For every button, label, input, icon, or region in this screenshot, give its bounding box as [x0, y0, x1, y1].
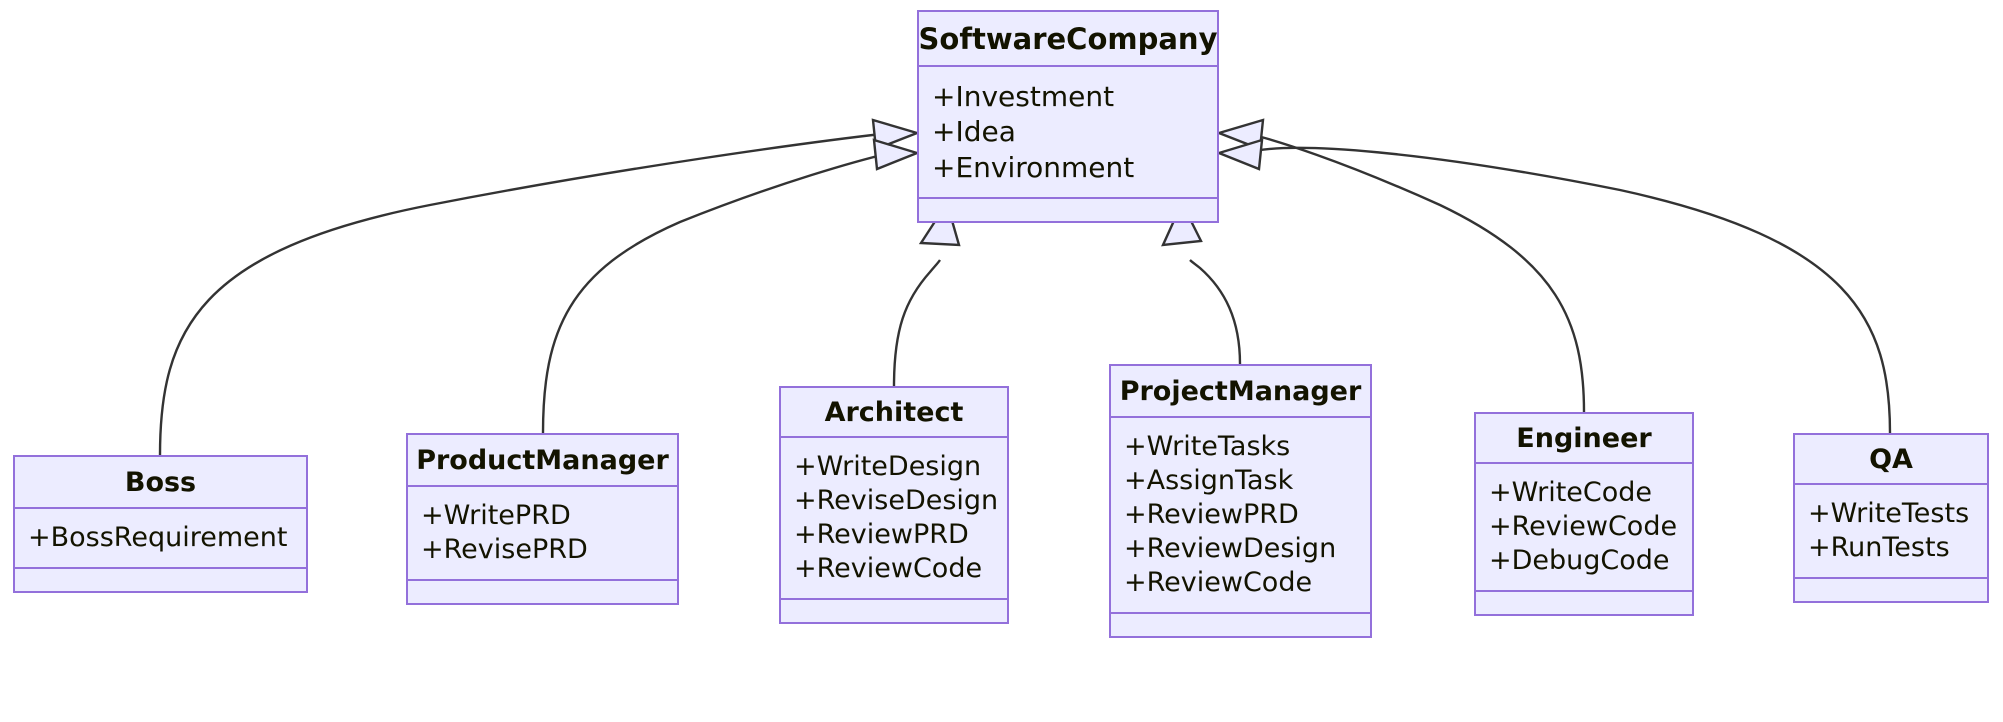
class-member: +WriteTests	[1808, 498, 1970, 529]
class-member: +ReviewCode	[1124, 567, 1313, 599]
class-title-product-manager: ProductManager	[408, 435, 677, 487]
class-member: +AssignTask	[1124, 465, 1294, 497]
class-title-project-manager: ProjectManager	[1111, 366, 1370, 418]
class-member: +ReviseDesign	[794, 485, 999, 517]
class-attributes-architect: +WriteDesign +ReviseDesign +ReviewPRD +R…	[781, 438, 1007, 601]
class-attributes-qa: +WriteTests +RunTests	[1795, 485, 1987, 580]
class-member: +ReviewDesign	[1124, 533, 1337, 565]
class-member: +Environment	[932, 150, 1135, 184]
class-box-project-manager[interactable]: ProjectManager +WriteTasks +AssignTask +…	[1109, 364, 1372, 639]
class-member: +BossRequirement	[28, 522, 288, 553]
generalization-arrowhead-boss	[871, 118, 921, 151]
class-attributes-boss: +BossRequirement	[15, 509, 306, 570]
class-member: +DebugCode	[1489, 545, 1670, 577]
class-methods-project-manager	[1111, 614, 1370, 636]
class-methods-boss	[15, 569, 306, 591]
class-member: +ReviewCode	[794, 553, 983, 585]
class-attributes-engineer: +WriteCode +ReviewCode +DebugCode	[1476, 464, 1692, 593]
class-member: +Idea	[932, 115, 1016, 149]
class-attributes-project-manager: +WriteTasks +AssignTask +ReviewPRD +Revi…	[1111, 418, 1370, 615]
class-attributes-product-manager: +WritePRD +RevisePRD	[408, 487, 677, 582]
class-member: +Investment	[932, 80, 1115, 113]
edge-architect-to-company	[892, 200, 961, 387]
class-member: +WriteTasks	[1124, 431, 1291, 462]
class-methods-product-manager	[408, 581, 677, 603]
class-box-product-manager[interactable]: ProductManager +WritePRD +RevisePRD	[406, 433, 679, 606]
class-member: +ReviewPRD	[1124, 499, 1299, 531]
class-title-architect: Architect	[781, 388, 1007, 438]
class-member: +RevisePRD	[421, 534, 588, 566]
class-member: +WriteDesign	[794, 451, 982, 482]
generalization-arrowhead-qa	[1215, 138, 1264, 171]
class-box-qa[interactable]: QA +WriteTests +RunTests	[1793, 433, 1989, 604]
class-box-architect[interactable]: Architect +WriteDesign +ReviseDesign +Re…	[779, 386, 1009, 625]
generalization-arrowhead-engineer	[1215, 118, 1265, 151]
edge-projectmanager-to-company	[1161, 200, 1242, 365]
class-title-qa: QA	[1795, 435, 1987, 485]
class-methods-software-company	[919, 199, 1217, 221]
class-title-software-company: SoftwareCompany	[919, 12, 1217, 67]
class-member: +WritePRD	[421, 500, 571, 531]
class-title-engineer: Engineer	[1476, 414, 1692, 464]
class-member: +WriteCode	[1489, 477, 1653, 508]
class-methods-engineer	[1476, 592, 1692, 614]
class-box-software-company[interactable]: SoftwareCompany +Investment +Idea +Envir…	[917, 10, 1219, 223]
class-box-boss[interactable]: Boss +BossRequirement	[13, 455, 308, 594]
class-methods-qa	[1795, 579, 1987, 601]
class-attributes-software-company: +Investment +Idea +Environment	[919, 67, 1217, 199]
class-member: +RunTests	[1808, 532, 1950, 564]
class-box-engineer[interactable]: Engineer +WriteCode +ReviewCode +DebugCo…	[1474, 412, 1694, 617]
class-member: +ReviewPRD	[794, 519, 969, 551]
class-member: +ReviewCode	[1489, 511, 1678, 543]
class-title-boss: Boss	[15, 457, 306, 509]
generalization-arrowhead-productmanager	[872, 138, 921, 171]
class-methods-architect	[781, 600, 1007, 622]
